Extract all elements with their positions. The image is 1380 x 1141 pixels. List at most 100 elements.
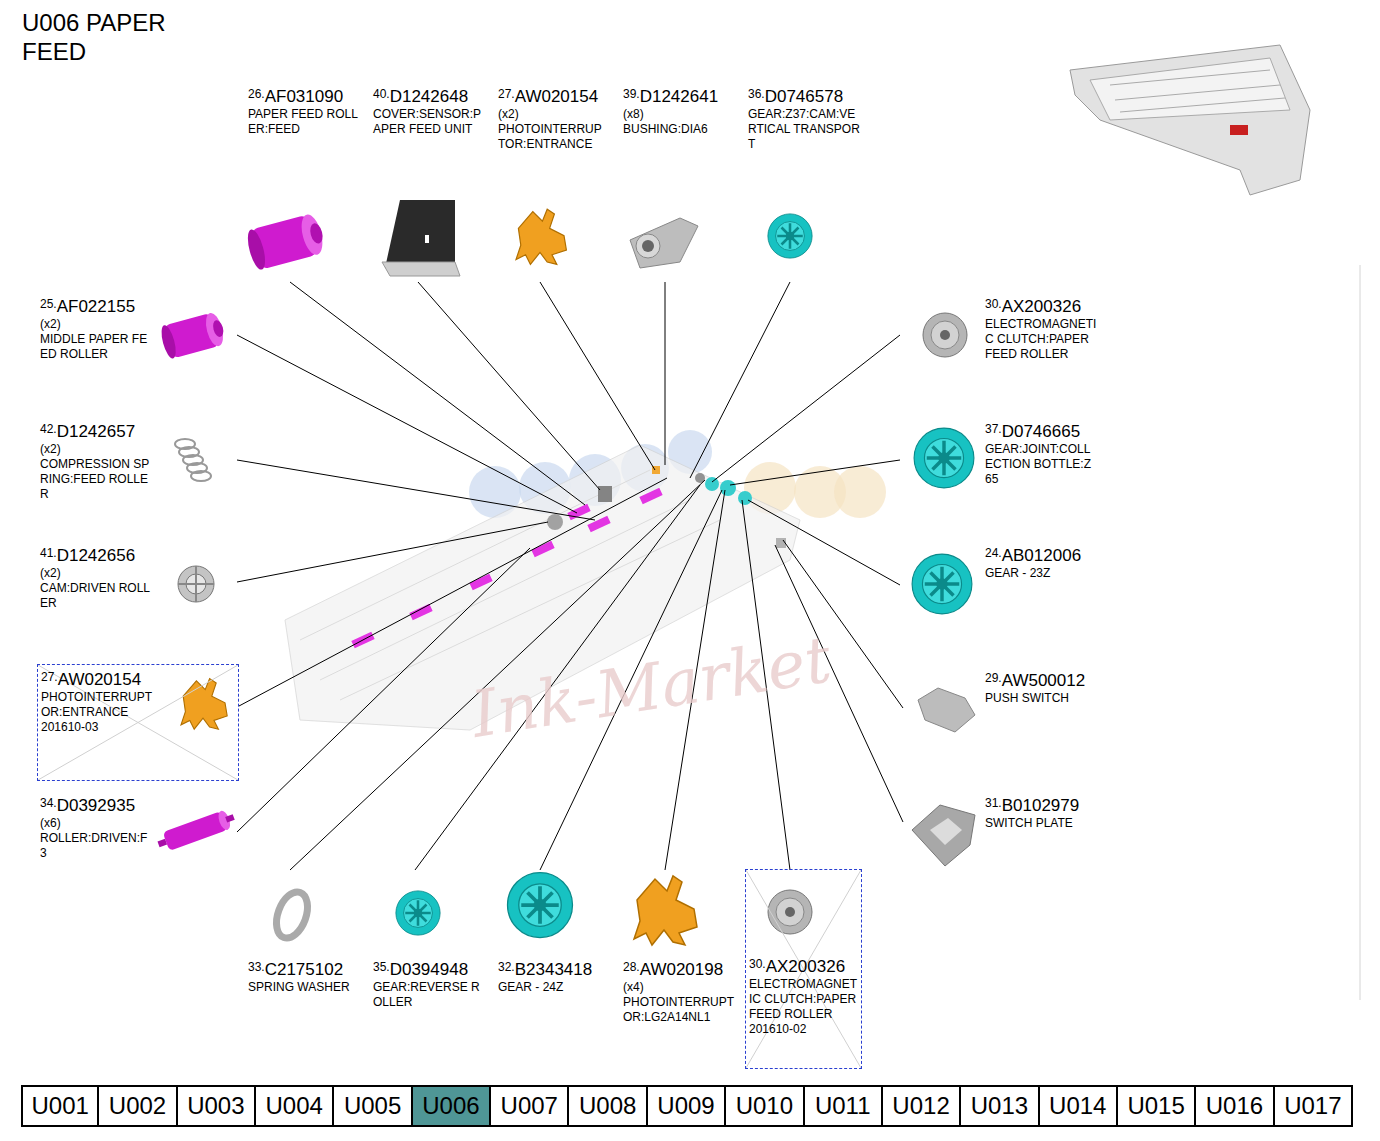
- part-description: PHOTOINTERRUPTOR:LG2A14NL1: [623, 995, 735, 1025]
- part-callout: 35.D0394948GEAR:REVERSE ROLLER: [373, 957, 485, 1010]
- part-description: GEAR:Z37:CAM:VERTICAL TRANSPORT: [748, 107, 860, 152]
- part-callout: 42.D1242657(x2)COMPRESSION SPRING:FEED R…: [40, 419, 152, 502]
- revision-text: 30.AX200326ELECTROMAGNETIC CLUTCH:PAPER …: [749, 954, 859, 1037]
- part-description: PUSH SWITCH: [985, 691, 1097, 706]
- overview-illustration: [1070, 45, 1310, 195]
- part-number: D1242641: [640, 87, 718, 106]
- tab-label: U017: [1284, 1092, 1341, 1119]
- part-number: AX200326: [1002, 297, 1081, 316]
- callout-heading: 26.AF031090: [248, 84, 358, 107]
- part-number: D0746578: [765, 87, 843, 106]
- nav-tab: U002: [99, 1085, 177, 1127]
- revision-box: 30.AX200326ELECTROMAGNETIC CLUTCH:PAPER …: [745, 869, 862, 1069]
- tab-label: U007: [501, 1092, 558, 1119]
- nav-tab: U009: [648, 1085, 726, 1127]
- callout-heading: 36.D0746578: [748, 84, 860, 107]
- nav-tab: U006: [413, 1085, 491, 1127]
- nav-tab: U008: [569, 1085, 647, 1127]
- part-callout: 39.D1242641(x8)BUSHING:DIA6: [623, 84, 733, 137]
- part-description: (x2): [40, 317, 152, 332]
- part-callout: 29.AW500012PUSH SWITCH: [985, 668, 1097, 706]
- callout-number: 33.: [248, 960, 265, 974]
- part-description: COVER:SENSOR:PAPER FEED UNIT: [373, 107, 483, 137]
- tab-label: U008: [579, 1092, 636, 1119]
- revision-box: 27.AW020154PHOTOINTERRUPTOR:ENTRANCE2016…: [37, 664, 239, 781]
- part-number: D0394948: [390, 960, 468, 979]
- tab-label: U001: [31, 1092, 88, 1119]
- revision-text: 27.AW020154PHOTOINTERRUPTOR:ENTRANCE2016…: [41, 667, 161, 735]
- part-number: AB012006: [1002, 546, 1081, 565]
- tab-label: U009: [657, 1092, 714, 1119]
- part-number: B0102979: [1002, 796, 1080, 815]
- part-callout: 28.AW020198(x4)PHOTOINTERRUPTOR:LG2A14NL…: [623, 957, 735, 1025]
- part-callout: 25.AF022155(x2)MIDDLE PAPER FEED ROLLER: [40, 294, 152, 362]
- part-callout: 24.AB012006GEAR - 23Z: [985, 543, 1097, 581]
- part-description: (x8): [623, 107, 733, 122]
- part-description: ROLLER:DRIVEN:F3: [40, 831, 152, 861]
- nav-tab: U012: [883, 1085, 961, 1127]
- tab-label: U004: [266, 1092, 323, 1119]
- tab-label: U016: [1206, 1092, 1263, 1119]
- part-description: PAPER FEED ROLLER:FEED: [248, 107, 358, 137]
- nav-tab: U004: [256, 1085, 334, 1127]
- callout-number: 30.: [985, 297, 1002, 311]
- tab-label: U012: [892, 1092, 949, 1119]
- part-callout: 34.D0392935(x6)ROLLER:DRIVEN:F3: [40, 793, 152, 861]
- part-number: AF031090: [265, 87, 343, 106]
- part-description: PHOTOINTERRUPTOR:ENTRANCE: [498, 122, 608, 152]
- callout-heading: 35.D0394948: [373, 957, 485, 980]
- callout-number: 24.: [985, 546, 1002, 560]
- callout-number: 29.: [985, 671, 1002, 685]
- callout-number: 34.: [40, 796, 57, 810]
- part-callout: 30.AX200326ELECTROMAGNETIC CLUTCH:PAPER …: [985, 294, 1097, 362]
- nav-tab: U017: [1275, 1085, 1353, 1127]
- part-description: MIDDLE PAPER FEED ROLLER: [40, 332, 152, 362]
- part-description: (x2): [498, 107, 608, 122]
- frame-line: [1360, 265, 1361, 1000]
- callout-number: 39.: [623, 87, 640, 101]
- part-number: D1242648: [390, 87, 468, 106]
- part-description: CAM:DRIVEN ROLLER: [40, 581, 152, 611]
- part-description: (x6): [40, 816, 152, 831]
- nav-tab: U003: [178, 1085, 256, 1127]
- part-description: GEAR - 24Z: [498, 980, 610, 995]
- part-description: GEAR:REVERSE ROLLER: [373, 980, 485, 1010]
- tab-label: U006: [422, 1092, 479, 1119]
- part-description: (x2): [40, 566, 152, 581]
- callout-number: 27.: [41, 670, 58, 684]
- part-description: BUSHING:DIA6: [623, 122, 733, 137]
- callout-number: 37.: [985, 422, 1002, 436]
- part-description: ELECTROMAGNETIC CLUTCH:PAPER FEED ROLLER: [749, 977, 859, 1022]
- part-description: SPRING WASHER: [248, 980, 360, 995]
- callout-number: 35.: [373, 960, 390, 974]
- callout-heading: 28.AW020198: [623, 957, 735, 980]
- callout-heading: 39.D1242641: [623, 84, 733, 107]
- nav-tab: U014: [1040, 1085, 1118, 1127]
- part-number: AW500012: [1002, 671, 1085, 690]
- callout-heading: 25.AF022155: [40, 294, 152, 317]
- part-callout: 40.D1242648COVER:SENSOR:PAPER FEED UNIT: [373, 84, 483, 137]
- callout-number: 32.: [498, 960, 515, 974]
- callout-heading: 30.AX200326: [749, 954, 859, 977]
- callout-number: 31.: [985, 796, 1002, 810]
- part-icons: [155, 200, 975, 945]
- tab-label: U015: [1127, 1092, 1184, 1119]
- part-description: COMPRESSION SPRING:FEED ROLLER: [40, 457, 152, 502]
- part-number: AX200326: [766, 957, 845, 976]
- part-callout: 32.B2343418GEAR - 24Z: [498, 957, 610, 995]
- callout-heading: 30.AX200326: [985, 294, 1097, 317]
- part-callout: 41.D1242656(x2)CAM:DRIVEN ROLLER: [40, 543, 152, 611]
- part-description: (x4): [623, 980, 735, 995]
- part-callout: 26.AF031090PAPER FEED ROLLER:FEED: [248, 84, 358, 137]
- leader-lines: [237, 282, 903, 870]
- callout-number: 25.: [40, 297, 57, 311]
- callout-heading: 24.AB012006: [985, 543, 1097, 566]
- nav-tab: U001: [21, 1085, 99, 1127]
- part-callout: 33.C2175102SPRING WASHER: [248, 957, 360, 995]
- callout-number: 42.: [40, 422, 57, 436]
- nav-tab: U007: [491, 1085, 569, 1127]
- callout-heading: 37.D0746665: [985, 419, 1097, 442]
- callout-number: 40.: [373, 87, 390, 101]
- page-title: U006 PAPER FEED: [22, 8, 187, 66]
